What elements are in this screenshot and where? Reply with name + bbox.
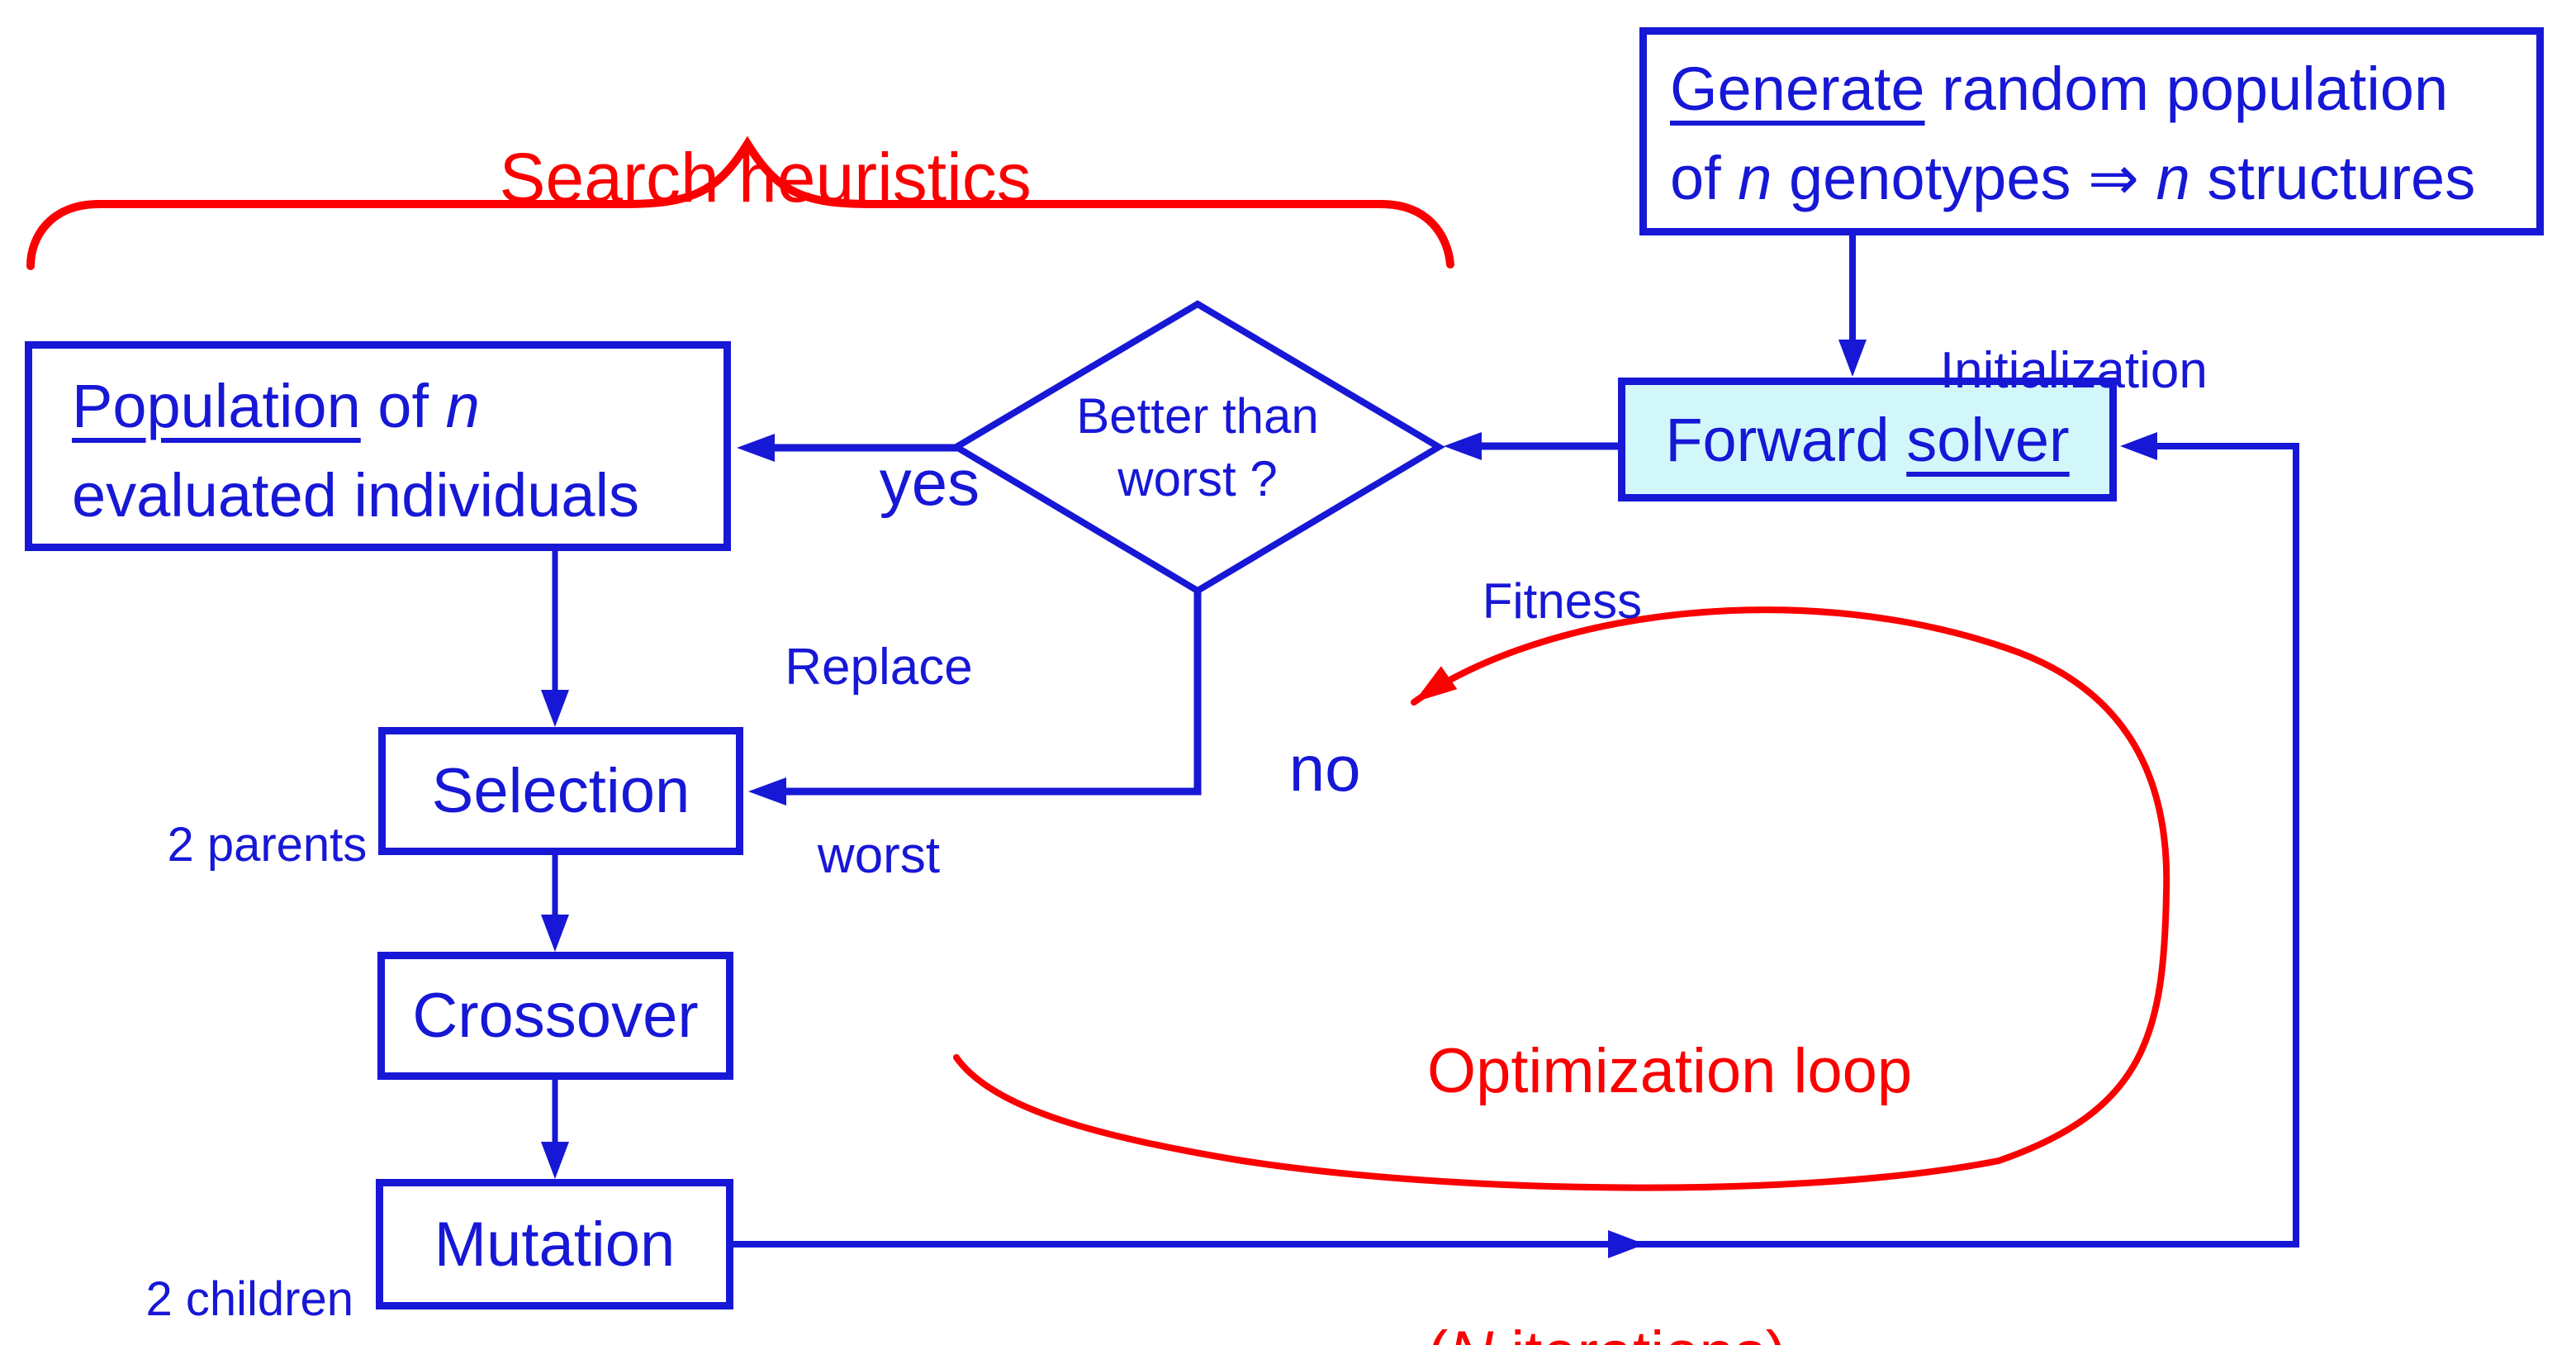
generate-line2-post: structures	[2189, 144, 2476, 212]
generate-line2-pre: of	[1670, 144, 1739, 212]
search-heuristics-brace	[26, 135, 1454, 270]
loop-line2: (N iterations)	[1427, 1307, 1912, 1345]
forward-word: Forward	[1665, 405, 1907, 474]
replace-worst-label: Replace worst	[766, 511, 991, 1013]
crossover-to-mutation-arrow	[541, 1078, 569, 1179]
population-box: Population of n evaluated individuals	[25, 341, 731, 551]
mutation-to-forward-arrow	[732, 432, 2299, 1258]
decision-line1: Better than	[1076, 387, 1319, 444]
yes-arrow	[737, 434, 958, 462]
population-line1-mid: of	[360, 372, 446, 440]
search-heuristics-text: Search heuristics	[499, 139, 1032, 216]
generate-box: Generate random population of n genotype…	[1639, 27, 2544, 235]
two-parents-label: 2 parents	[114, 762, 367, 928]
selection-text: Selection	[431, 756, 690, 826]
initialization-arrow	[1838, 235, 1867, 377]
generate-n1: n	[1738, 144, 1772, 212]
population-line2: evaluated individuals	[72, 461, 640, 530]
generate-line1-rest: random population	[1924, 55, 2449, 123]
forward-solver-box: Forward solver	[1618, 378, 2117, 501]
loop-line1: Optimization loop	[1427, 1036, 1913, 1106]
selection-box: Selection	[378, 727, 743, 855]
decision-line2: worst ?	[1117, 450, 1278, 506]
replace-line2: worst	[817, 827, 941, 884]
decision-diamond	[950, 300, 1445, 595]
no-label: no	[1217, 656, 1361, 882]
search-heuristics-title: Search heuristics	[314, 58, 1140, 298]
generate-line2-mid: genotypes ⇒	[1772, 144, 2156, 212]
initialization-label: Initialization	[1883, 283, 2208, 459]
solver-underlined-word: solver	[1906, 405, 2070, 474]
generate-underlined-word: Generate	[1670, 55, 1925, 123]
population-line1: Population of n	[72, 362, 723, 451]
mutation-text: Mutation	[434, 1209, 676, 1280]
crossover-text: Crossover	[412, 981, 699, 1051]
loop-line2-pre: (	[1427, 1319, 1448, 1345]
two-children-text: 2 children	[145, 1272, 353, 1326]
two-parents-text: 2 parents	[167, 818, 368, 872]
population-underlined-word: Population	[72, 372, 361, 440]
generate-line1: Generate random population	[1670, 45, 2536, 134]
generate-line2: of n genotypes ⇒ n structures	[1670, 134, 2536, 223]
optimization-loop-label: Optimization loop (N iterations)	[1427, 836, 1912, 1345]
yes-text: yes	[879, 446, 980, 519]
population-n: n	[445, 372, 480, 440]
yes-label: yes	[808, 370, 980, 596]
crossover-box: Crossover	[377, 952, 733, 1080]
decision-label: Better than worst ?	[956, 304, 1439, 591]
replace-line1: Replace	[785, 639, 973, 696]
population-to-selection-arrow	[541, 549, 569, 727]
selection-to-crossover-arrow	[541, 853, 569, 952]
optimization-loop-arrow	[953, 606, 2170, 1191]
forward-solver-line: Forward solver	[1665, 405, 2069, 475]
fitness-arrow	[1444, 432, 1618, 460]
two-children-label: 2 children	[93, 1216, 353, 1345]
no-text: no	[1288, 732, 1361, 805]
generate-n2: n	[2156, 144, 2190, 212]
loop-n: N	[1448, 1319, 1493, 1345]
no-arrow	[748, 589, 1202, 806]
initialization-text: Initialization	[1939, 342, 2208, 399]
mutation-box: Mutation	[376, 1179, 733, 1309]
fitness-label: Fitness	[1427, 516, 1642, 687]
fitness-text: Fitness	[1482, 573, 1643, 629]
loop-line2-post: iterations)	[1493, 1319, 1786, 1345]
